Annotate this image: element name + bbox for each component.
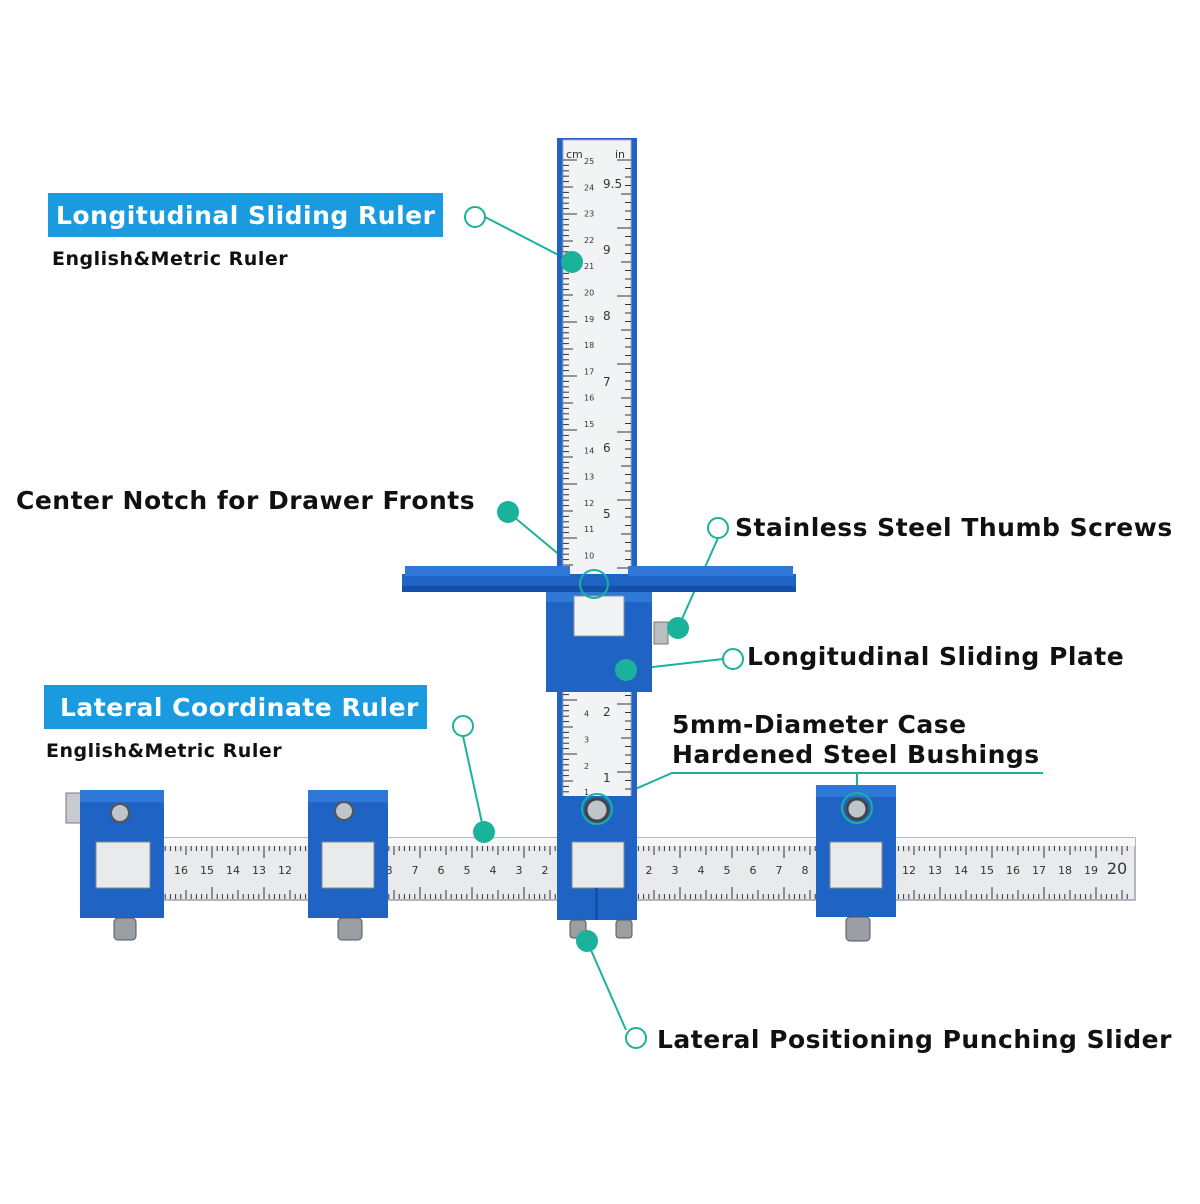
cm-mark-label: 21 [584,262,594,271]
lateral-right-label: 6 [750,864,757,877]
in-mark-label: 2 [603,705,611,719]
lateral-right-label: 20 [1107,859,1127,878]
lateral-right-label: 4 [698,864,705,877]
in-mark-label: 8 [603,309,611,323]
lateral-positioning-punching-slider [557,796,637,939]
lateral-right-label: 18 [1058,864,1072,877]
in-mark-label: 1 [603,771,611,785]
in-mark-label: 9 [603,243,611,257]
cm-mark-label: 2 [584,762,589,771]
lateral-right-label: 3 [672,864,679,877]
vertical-ruler-unit-in: in [615,148,625,161]
center-notch-label: Center Notch for Drawer Fronts [16,486,476,515]
punching-slider-label: Lateral Positioning Punching Slider [657,1025,1172,1054]
lateral-right-label: 15 [980,864,994,877]
lateral-left-label: 13 [252,864,266,877]
bushings-label-line2: Hardened Steel Bushings [672,740,1040,769]
cross-bar [402,566,796,592]
longitudinal-ruler-title: Longitudinal Sliding Ruler [56,200,436,230]
marker-screws-open [707,517,729,539]
marker-slider-open [625,1027,647,1049]
in-mark-label: 5 [603,507,611,521]
marker-notch-open [579,569,609,599]
lateral-left-label: 12 [278,864,292,877]
lateral-right-label: 5 [724,864,731,877]
longitudinal-sliding-ruler: cm in 2524232221201918171615141312111094… [557,138,637,850]
cm-mark-label: 1 [584,788,589,797]
marker-ruler-open [464,206,486,228]
right-slider [816,785,896,942]
marker-plate-dot [615,659,637,681]
lateral-left-label: 7 [412,864,419,877]
cm-mark-label: 20 [584,289,594,298]
cm-mark-label: 15 [584,420,594,429]
marker-notch-dot [497,501,519,523]
cm-mark-label: 16 [584,394,594,403]
lateral-left-label: 14 [226,864,240,877]
cm-mark-label: 11 [584,525,594,534]
lateral-ruler-title: Lateral Coordinate Ruler [60,692,419,722]
lateral-right-label: 2 [646,864,653,877]
cm-mark-label: 17 [584,367,594,376]
cm-mark-label: 19 [584,315,594,324]
cm-mark-label: 10 [584,552,594,561]
lateral-ruler-banner: Lateral Coordinate Ruler [44,685,427,729]
cm-mark-label: 24 [584,183,594,192]
lateral-right-label: 8 [802,864,809,877]
vertical-ruler-unit-cm: cm [566,148,583,161]
cm-mark-label: 4 [584,709,589,718]
sliding-plate-label: Longitudinal Sliding Plate [747,642,1125,671]
marker-lateral-open [452,715,474,737]
leader-line [586,940,627,1031]
left-end-slider [65,790,164,941]
in-mark-label: 7 [603,375,611,389]
lateral-coordinate-ruler: 16 15 14 13 12 8 7 6 5 4 3 2 2 3 4 5 6 7 8 12 13 14 15 16 17 18 19… [154,837,1136,901]
callout-markers [452,206,873,1049]
cm-mark-label: 14 [584,446,594,455]
longitudinal-ruler-subtitle: English&Metric Ruler [52,248,289,270]
cm-mark-label: 23 [584,210,594,219]
cm-mark-label: 22 [584,236,594,245]
lateral-left-label: 6 [438,864,445,877]
marker-bushing-open [581,793,613,825]
second-slider [308,790,388,941]
lateral-right-label: 17 [1032,864,1046,877]
cm-mark-label: 13 [584,473,594,482]
marker-right-bushing-open [841,792,873,824]
leader-line [462,735,485,833]
cm-mark-label: 3 [584,736,589,745]
in-mark-label: 9.5 [603,177,622,191]
marker-slider-dot [576,930,598,952]
cm-mark-label: 18 [584,341,594,350]
marker-lateral-dot [473,821,495,843]
lateral-left-label: 15 [200,864,214,877]
lateral-left-label: 5 [464,864,471,877]
lateral-ruler-subtitle: English&Metric Ruler [46,740,283,762]
lateral-left-label: 2 [542,864,549,877]
cm-mark-label: 12 [584,499,594,508]
lateral-ruler-labels: 16 15 14 13 12 8 7 6 5 4 3 2 2 3 4 5 6 7 8 12 13 14 15 16 17 18 19… [174,859,1127,881]
lateral-left-label: 16 [174,864,188,877]
lateral-left-label: 8 [386,864,393,877]
lateral-right-label: 12 [902,864,916,877]
lateral-left-label: 3 [516,864,523,877]
lateral-right-label: 14 [954,864,968,877]
longitudinal-ruler-banner: Longitudinal Sliding Ruler [48,193,444,237]
lateral-right-label: 16 [1006,864,1020,877]
longitudinal-sliding-plate [546,592,669,692]
lateral-left-label: 4 [490,864,497,877]
thumb-screws-label: Stainless Steel Thumb Screws [735,513,1173,542]
marker-ruler-dot [561,251,583,273]
lateral-right-label: 7 [776,864,783,877]
marker-plate-open [722,648,744,670]
lateral-right-label: 19 [1084,864,1098,877]
in-mark-label: 6 [603,441,611,455]
bushings-label-line1: 5mm-Diameter Case [672,710,967,739]
marker-screws-dot [667,617,689,639]
lateral-right-label: 13 [928,864,942,877]
cm-mark-label: 25 [584,157,594,166]
